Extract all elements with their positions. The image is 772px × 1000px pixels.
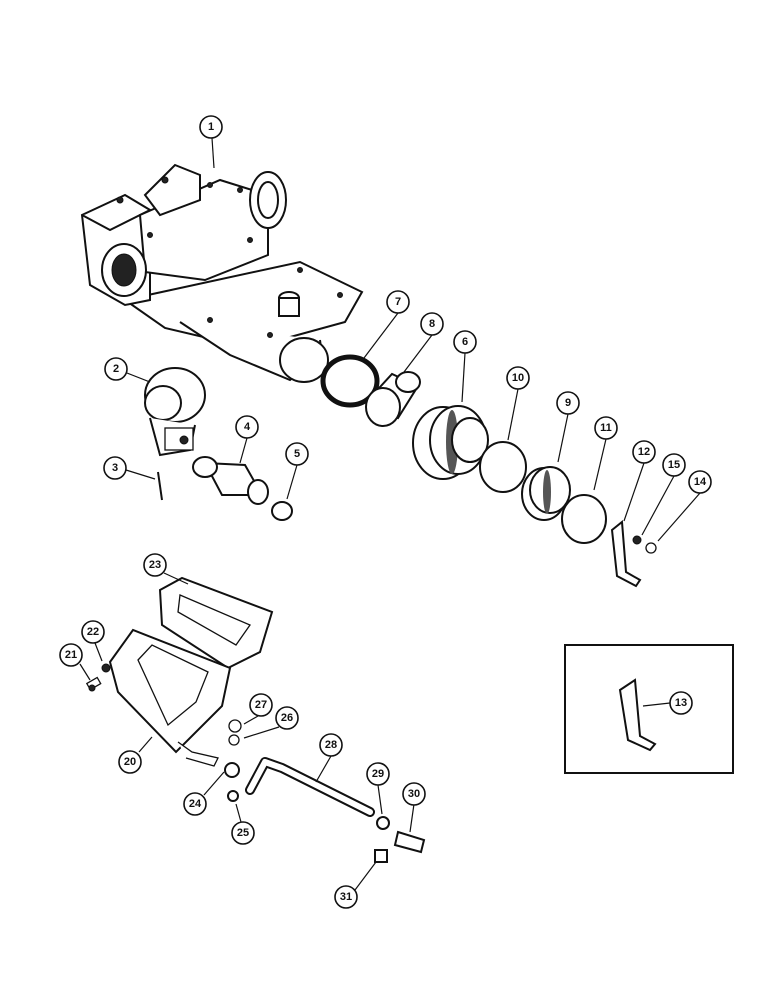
svg-text:25: 25 (237, 827, 249, 839)
callout-14: 14 (688, 470, 712, 494)
nut-washer-part (228, 734, 240, 746)
bracket-part-13 (618, 678, 657, 752)
nut-part (228, 719, 242, 733)
callout-27: 27 (249, 693, 273, 717)
adapter-fitting-part (227, 790, 239, 802)
housing-part (80, 163, 364, 383)
callout-1: 1 (199, 115, 223, 139)
callout-12: 12 (632, 440, 656, 464)
svg-text:26: 26 (281, 712, 293, 724)
plug-part (374, 849, 388, 863)
elbow-fitting-part (224, 762, 240, 778)
inset-box (564, 644, 734, 774)
bracket-part-12 (610, 520, 642, 588)
svg-text:10: 10 (512, 372, 524, 384)
svg-text:23: 23 (149, 559, 161, 571)
svg-text:11: 11 (600, 422, 612, 434)
callout-11: 11 (594, 416, 618, 440)
svg-text:3: 3 (112, 462, 118, 474)
svg-text:30: 30 (408, 788, 420, 800)
callout-21: 21 (59, 643, 83, 667)
svg-text:1: 1 (208, 121, 214, 133)
callout-15: 15 (662, 453, 686, 477)
callout-20: 20 (118, 750, 142, 774)
callout-10: 10 (506, 366, 530, 390)
cap-screw-part (645, 542, 657, 554)
piston-rod-part (192, 456, 269, 505)
callout-28: 28 (319, 733, 343, 757)
svg-text:2: 2 (113, 363, 119, 375)
callout-9: 9 (556, 391, 580, 415)
cover-washer-part (101, 663, 111, 673)
callout-2: 2 (104, 357, 128, 381)
cover-plate-part (108, 628, 232, 767)
lock-washer-part (632, 535, 642, 545)
callout-22: 22 (81, 620, 105, 644)
callout-8: 8 (420, 312, 444, 336)
short-tube-part (393, 830, 426, 854)
callout-7: 7 (386, 290, 410, 314)
lift-arm-part (144, 367, 206, 457)
callout-13: 13 (669, 691, 693, 715)
callout-30: 30 (402, 782, 426, 806)
hose-clamp-part (376, 816, 390, 830)
svg-text:4: 4 (244, 421, 251, 433)
callout-5: 5 (285, 442, 309, 466)
leader-lines (79, 137, 701, 891)
sleeve-part (365, 371, 421, 427)
piston-part (412, 405, 489, 480)
seal-ring-part (320, 354, 380, 408)
svg-text:27: 27 (255, 699, 267, 711)
callout-3: 3 (103, 456, 127, 480)
callout-25: 25 (231, 821, 255, 845)
svg-text:29: 29 (372, 768, 384, 780)
svg-text:12: 12 (638, 446, 650, 458)
svg-text:22: 22 (87, 626, 99, 638)
svg-text:8: 8 (429, 318, 435, 330)
svg-text:14: 14 (694, 476, 707, 488)
o-ring-part-10 (479, 441, 527, 493)
callout-26: 26 (275, 706, 299, 730)
callout-29: 29 (366, 762, 390, 786)
snap-ring-part (561, 494, 607, 544)
callout-31: 31 (334, 885, 358, 909)
callout-24: 24 (183, 792, 207, 816)
svg-text:31: 31 (340, 891, 352, 903)
svg-text:15: 15 (668, 459, 680, 471)
o-ring-part-5 (271, 501, 293, 521)
svg-text:6: 6 (462, 336, 468, 348)
svg-text:9: 9 (565, 397, 571, 409)
svg-text:28: 28 (325, 739, 337, 751)
callout-4: 4 (235, 415, 259, 439)
svg-text:24: 24 (189, 798, 202, 810)
svg-text:13: 13 (675, 697, 687, 709)
gasket-part (158, 576, 274, 670)
svg-text:7: 7 (395, 296, 401, 308)
svg-text:20: 20 (124, 756, 136, 768)
svg-text:21: 21 (65, 649, 77, 661)
svg-text:5: 5 (294, 448, 300, 460)
cylinder-cap-part (521, 466, 571, 521)
cover-bolt-part (85, 676, 102, 692)
callout-6: 6 (453, 330, 477, 354)
callout-23: 23 (143, 553, 167, 577)
roll-pin-part (157, 471, 163, 501)
